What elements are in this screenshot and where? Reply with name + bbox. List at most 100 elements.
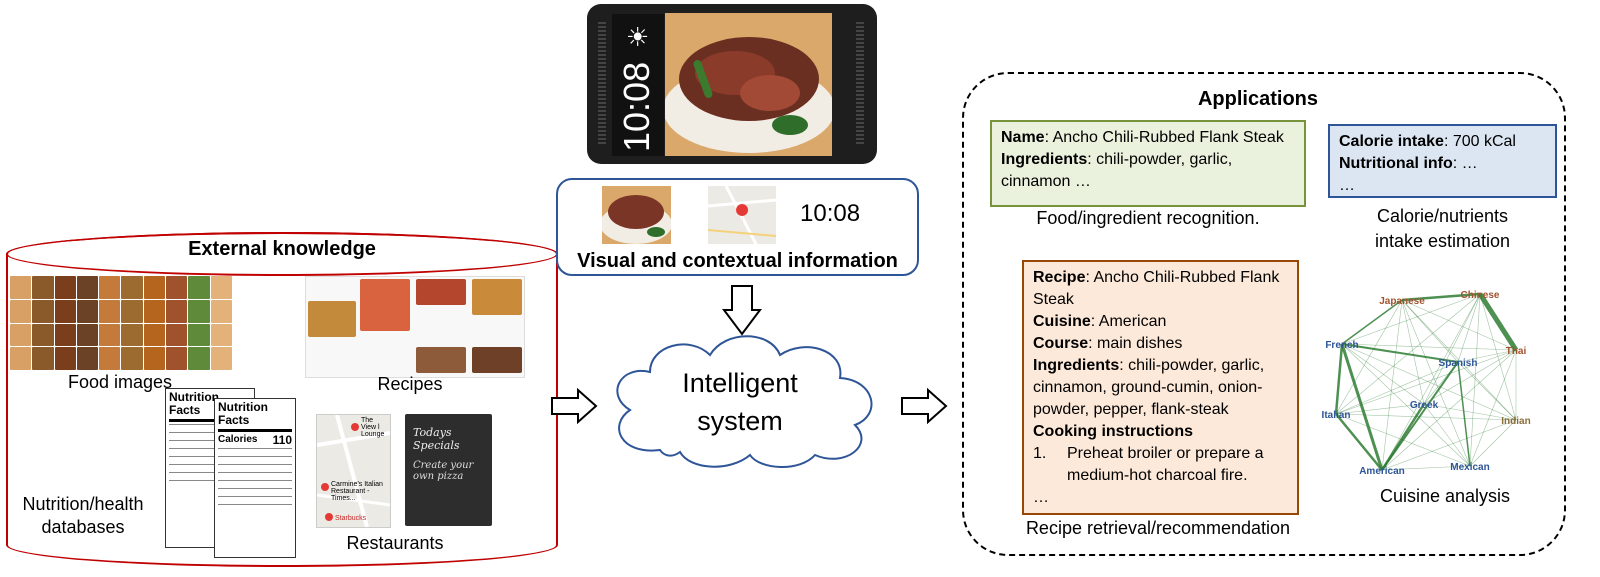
food-image-tile [99, 276, 121, 299]
context-food-thumbnail [602, 186, 671, 244]
network-edge [1335, 403, 1425, 415]
cuisine-node-indian: Indian [1501, 416, 1530, 427]
food-recognition-caption: Food/ingredient recognition. [1036, 208, 1260, 228]
food-image-tile [210, 347, 232, 370]
food-image-tile [166, 276, 188, 299]
food-image-tile [10, 299, 32, 323]
nutrition-facts-heading: Nutrition Facts [169, 390, 219, 418]
network-edge [1401, 299, 1517, 421]
food-image-tile [210, 299, 232, 323]
chalkboard-menu: Todays Specials Create your own pizza [405, 414, 492, 526]
applications-panel [962, 72, 1566, 556]
network-edge [1335, 413, 1383, 471]
arrow-right-1 [551, 388, 598, 424]
cuisine-node-japanese: Japanese [1379, 296, 1425, 307]
name-value: : Ancho Chili-Rubbed Flank Steak [1044, 129, 1284, 146]
food-image-tile [188, 323, 210, 347]
course-key: Course [1033, 335, 1089, 352]
network-edge [1381, 465, 1471, 471]
recipe-ingredients-key: Ingredients [1033, 357, 1120, 374]
calorie-value: : 700 kCal [1443, 133, 1516, 150]
nutritional-key: Nutritional info [1339, 155, 1453, 172]
network-edge [1341, 343, 1459, 363]
cuisine-key: Cuisine [1033, 313, 1091, 330]
network-edge [1457, 361, 1517, 421]
network-edge [1479, 293, 1517, 421]
course-value: : main dishes [1088, 335, 1183, 352]
food-image-tile [54, 323, 76, 347]
network-edge [1335, 349, 1517, 415]
network-edge [1335, 299, 1403, 415]
food-image-tile [143, 347, 166, 370]
food-image-tile [10, 276, 32, 299]
food-image-tile [99, 347, 121, 370]
food-image-tile [143, 323, 166, 347]
cuisine-node-french: French [1325, 340, 1358, 351]
network-edge [1381, 419, 1517, 471]
cuisine-caption: Cuisine analysis [1379, 486, 1511, 506]
cuisine-node-american: American [1359, 466, 1405, 477]
cooking-instructions-key: Cooking instructions [1033, 423, 1193, 440]
cuisine-node-chinese: Chinese [1461, 290, 1500, 301]
network-edge [1334, 343, 1344, 415]
food-image-tile [76, 299, 99, 323]
phone-status-area [612, 14, 664, 156]
food-image-tile [32, 347, 54, 370]
weather-icon: ☀ [626, 22, 650, 52]
network-edge [1341, 343, 1517, 421]
food-image-tile [166, 323, 188, 347]
food-image-tile [210, 323, 232, 347]
phone-speaker-left [598, 22, 606, 144]
calorie-more: … [1339, 177, 1355, 194]
arrow-right-2 [901, 388, 948, 424]
restaurant-3: Starbucks [335, 515, 367, 522]
context-title: Visual and contextual information [577, 250, 898, 272]
food-image-tile [76, 323, 99, 347]
cuisine-node-italian: Italian [1322, 410, 1351, 421]
food-image-tile [54, 299, 76, 323]
network-edge [1457, 361, 1471, 467]
nutrition-facts-card-front: Nutrition Facts Calories 110 [214, 398, 296, 558]
food-image-tile [54, 347, 76, 370]
chalk-line-2: Create your own pizza [413, 460, 474, 482]
name-key: Name [1001, 129, 1045, 146]
network-edge [1477, 292, 1519, 352]
intelligent-system-cloud [616, 335, 873, 468]
food-image-tile [32, 299, 54, 323]
applications-title: Applications [1197, 88, 1318, 110]
cuisine-node-thai: Thai [1506, 346, 1527, 357]
cuisine-node-greek: Greek [1410, 400, 1439, 411]
calories-value: 110 [272, 433, 292, 448]
system-label-line1: Intelligent [682, 368, 798, 398]
network-edge [1341, 343, 1517, 351]
restaurant-2: Carmine's Italian Restaurant - Times... [331, 481, 383, 502]
ingredients-value: : chili-powder, garlic, cinnamon … [1001, 151, 1233, 190]
network-edge [1423, 403, 1471, 467]
restaurant-1: The View l Lounge [361, 417, 385, 438]
recipe-box: Recipe: Ancho Chili-Rubbed Flank Steak C… [1022, 260, 1299, 515]
food-image-tile [76, 276, 99, 299]
phone-speaker-right [856, 22, 864, 144]
network-edge [1380, 403, 1426, 471]
food-image-tile [143, 276, 166, 299]
recipes-label: Recipes [377, 374, 443, 394]
step-number: 1. [1033, 445, 1047, 462]
restaurants-label: Restaurants [346, 533, 444, 553]
food-image-tile [121, 276, 143, 299]
nutrition-facts-heading-front: Nutrition Facts [218, 400, 268, 428]
food-image-tile [121, 347, 143, 370]
food-image-tile [99, 323, 121, 347]
cuisine-network: Japanese ChineseFrenchThaiSpanishGreekIta… [1322, 290, 1531, 477]
recipe-ingredients-value: : chili-powder, garlic, cinnamon, ground… [1033, 357, 1265, 418]
recipes-thumbnail [305, 276, 525, 378]
food-image-tile [166, 299, 188, 323]
calorie-caption-line2: intake estimation [1374, 231, 1511, 251]
food-image-tile [121, 323, 143, 347]
cuisine-node-spanish: Spanish [1439, 358, 1478, 369]
network-edge [1401, 299, 1471, 467]
nutrition-label-line2: databases [41, 517, 125, 537]
network-edge [1469, 293, 1481, 467]
network-edge [1341, 343, 1425, 405]
food-image-grid [10, 276, 232, 370]
ingredients-key: Ingredients [1001, 151, 1088, 168]
